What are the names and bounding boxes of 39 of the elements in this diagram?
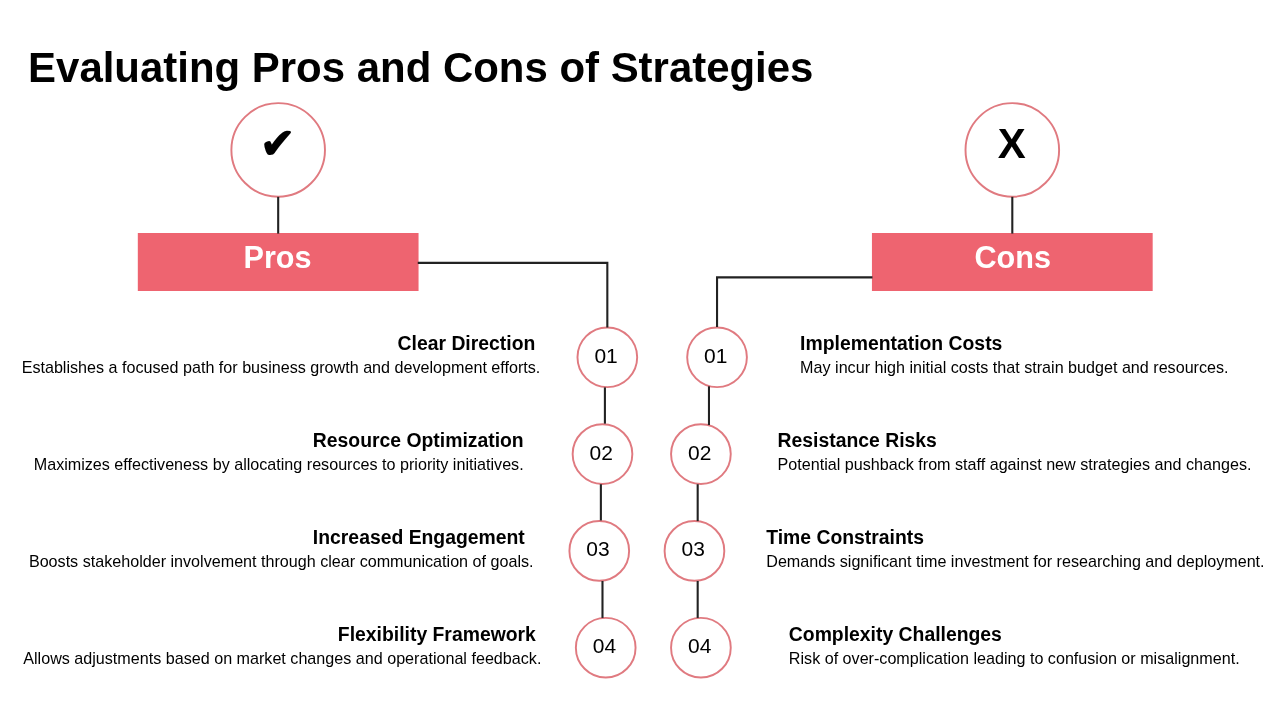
node-circle: 03 — [663, 519, 726, 582]
node-circle: 02 — [571, 422, 634, 485]
node-label: Clear Direction — [397, 331, 536, 354]
connector — [417, 261, 609, 327]
connector — [696, 580, 699, 618]
node-circle: X — [964, 101, 1061, 198]
connector — [1011, 196, 1014, 234]
node-label: Implementation Costs — [800, 331, 1003, 354]
connector — [707, 385, 711, 425]
connector — [277, 196, 280, 234]
node-label: Complexity Challenges — [788, 622, 1002, 645]
node-circle: 02 — [670, 422, 732, 485]
node-box: Pros — [137, 232, 419, 291]
node-box: Cons — [871, 232, 1153, 291]
node-label: Time Constraints — [766, 525, 925, 548]
node-label: Allows adjustments based on market changes and operational feedback. — [23, 648, 542, 667]
node-label: Boosts stakeholder involvement through clear communication of goals. — [28, 551, 534, 570]
node-label: Maximizes effectiveness by allocating resources to priority initiatives. — [33, 454, 524, 473]
connector — [599, 483, 602, 520]
node-label: May incur high initial costs that strain budget and resources. — [800, 357, 1229, 376]
connector — [716, 275, 873, 327]
node-label: Risk of over-complication leading to confusion or misalignment. — [788, 648, 1240, 667]
node-circle: 04 — [574, 616, 637, 678]
node-circle: 01 — [576, 325, 639, 388]
node-label: Resource Optimization — [312, 428, 524, 451]
node-label: Demands significant time investment for researching and deployment. — [766, 551, 1265, 570]
connector — [601, 580, 604, 618]
diagram-title: Evaluating Pros and Cons of Strategies — [28, 43, 814, 91]
connector — [603, 386, 606, 424]
node-circle: 01 — [686, 325, 748, 388]
connector — [696, 483, 699, 521]
node-circle: 04 — [670, 616, 732, 678]
node-label: Increased Engagement — [312, 525, 525, 548]
node-label: Establishes a focused path for business growth and development efforts. — [21, 357, 541, 376]
node-circle: 03 — [568, 519, 631, 582]
node-circle: ✔ — [230, 101, 326, 198]
node-label: Potential pushback from staff against new strategies and changes. — [777, 454, 1252, 473]
node-label: Resistance Risks — [777, 428, 937, 451]
node-label: Flexibility Framework — [337, 622, 536, 645]
